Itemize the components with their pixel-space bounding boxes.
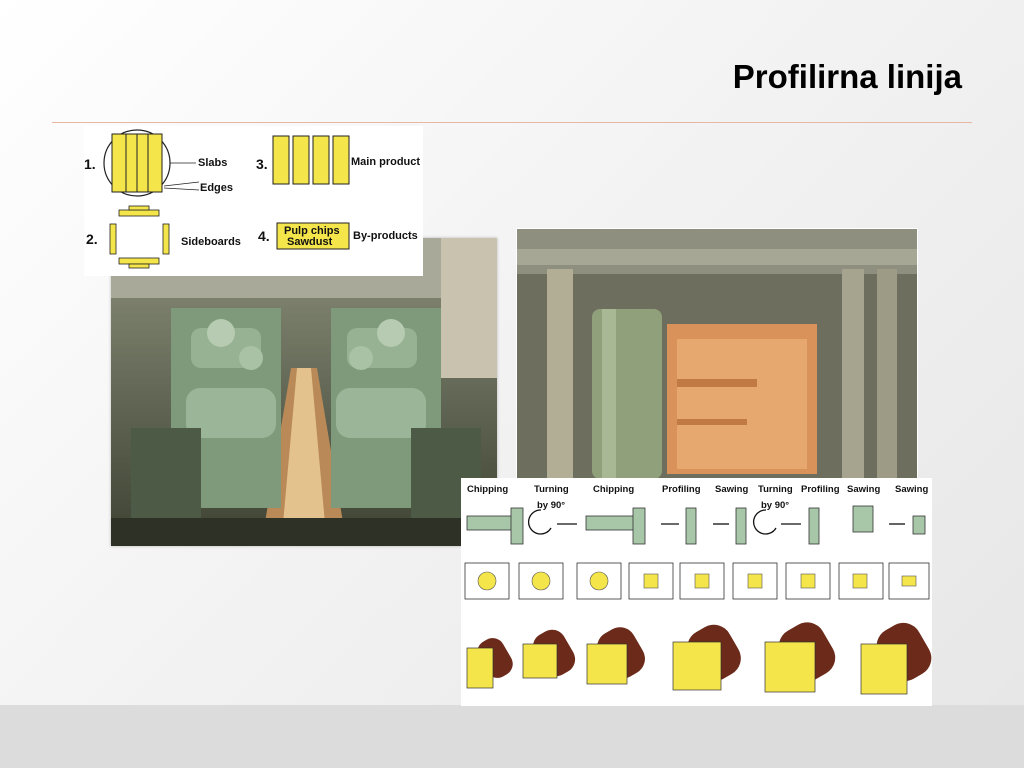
process-diagram: Chipping Turning Chipping Profiling Sawi… [461,478,932,706]
pulp-chips-label: Pulp chips [284,225,340,237]
step-chipping-2: Chipping [593,484,635,495]
timber-closeup-photo [516,228,918,480]
turn-note-1: by 90° [537,500,566,511]
item-3-number: 3. [256,156,268,172]
edges-label: Edges [200,182,234,194]
slide-title: Profilirna linija [732,58,962,95]
step-profiling-1: Profiling [662,484,701,495]
step-turning-2: Turning [758,484,793,495]
sawdust-label: Sawdust [287,236,333,248]
footer-band [0,705,1024,768]
step-sawing-2: Sawing [847,484,881,495]
slabs-label: Slabs [198,157,228,169]
step-sawing-1: Sawing [715,484,749,495]
title-divider [52,122,972,123]
machinery-photo [111,238,497,546]
by-products-label: By-products [353,230,418,242]
step-profiling-2: Profiling [801,484,840,495]
item-4-number: 4. [258,228,270,244]
step-chipping-1: Chipping [467,484,509,495]
products-diagram: 1. Slabs Edges 2. Sideboards 3. Main pro… [84,126,423,276]
item-2-number: 2. [86,231,98,247]
step-sawing-3: Sawing [895,484,929,495]
item-1-number: 1. [84,156,96,172]
turn-note-2: by 90° [761,500,790,511]
step-turning-1: Turning [534,484,569,495]
sideboards-label: Sideboards [181,236,241,248]
main-product-label: Main product [351,156,421,168]
